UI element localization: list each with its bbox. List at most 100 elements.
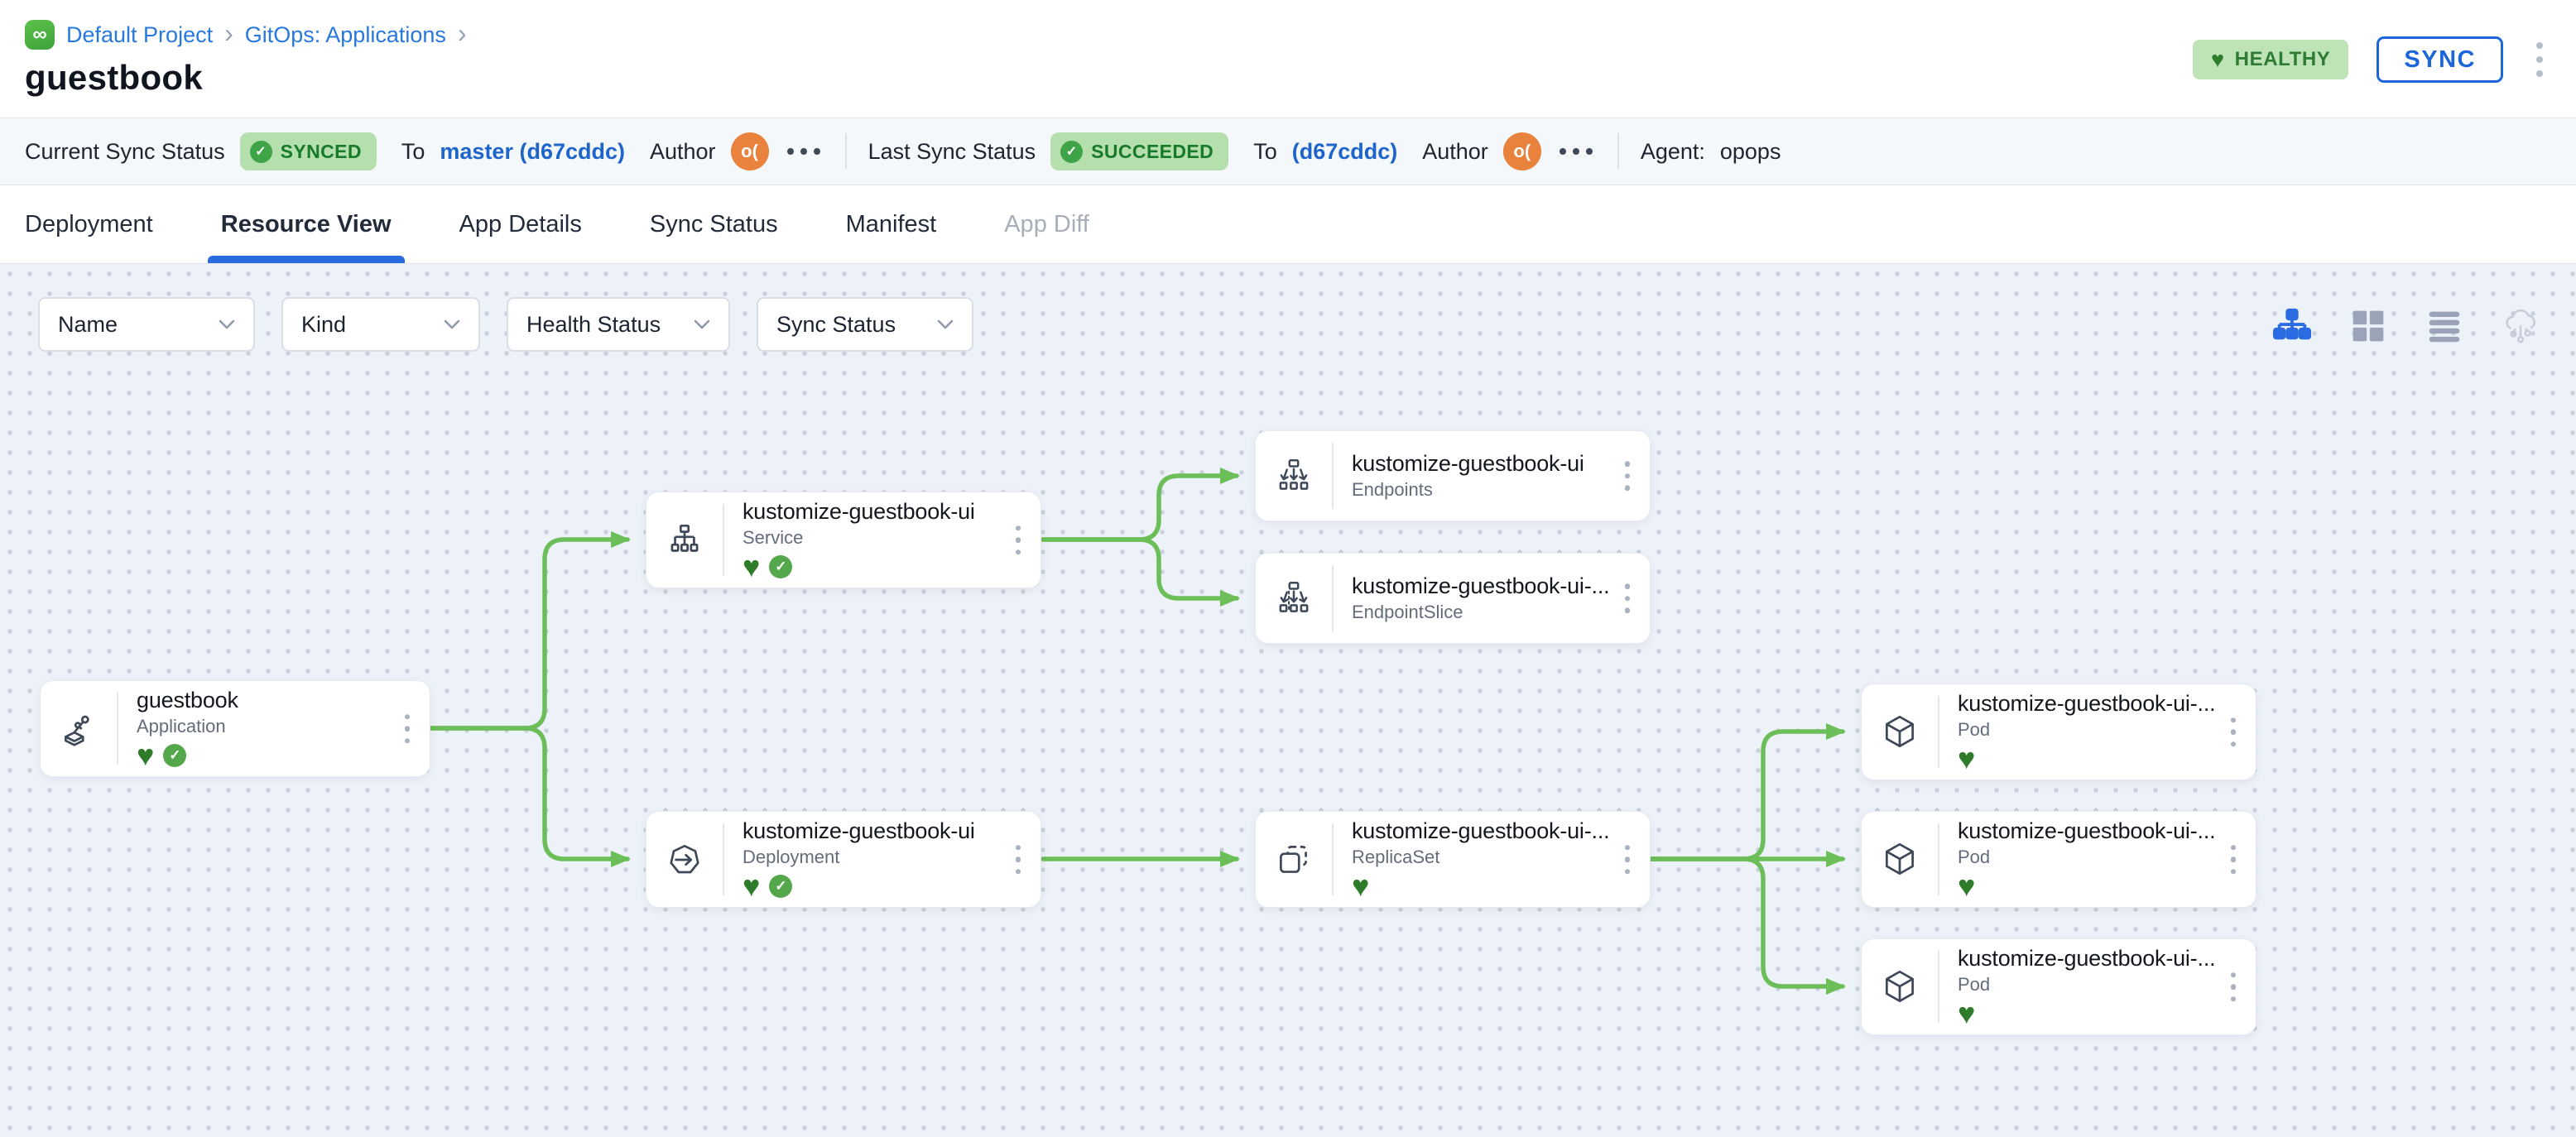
- node-title: kustomize-guestbook-ui: [1352, 451, 1584, 476]
- last-author-avatar: o(: [1502, 132, 1541, 170]
- breadcrumb-section-link[interactable]: GitOps: Applications: [244, 22, 446, 47]
- node-application-guestbook[interactable]: guestbook Application ♥ ✓: [40, 680, 430, 777]
- node-menu-button[interactable]: [2226, 840, 2242, 880]
- node-menu-button[interactable]: [1011, 840, 1026, 880]
- last-commit-more-button[interactable]: [1556, 145, 1596, 158]
- list-view-icon[interactable]: [2425, 307, 2463, 345]
- replicaset-icon: [1256, 839, 1332, 880]
- tab-manifest[interactable]: Manifest: [845, 210, 937, 237]
- node-title: kustomize-guestbook-ui-...: [1958, 946, 2216, 971]
- last-sync-badge-label: SUCCEEDED: [1091, 140, 1214, 162]
- divider: [844, 133, 847, 170]
- node-endpoints[interactable]: kustomize-guestbook-ui Endpoints: [1255, 430, 1651, 521]
- gitops-logo-icon: ∞: [25, 20, 55, 50]
- chevron-right-icon: ›: [224, 18, 233, 48]
- cloud-view-icon[interactable]: [2502, 307, 2540, 345]
- divider: [1332, 823, 1334, 895]
- healthy-heart-icon: ♥: [743, 869, 761, 901]
- current-target-commit-link[interactable]: master (d67cddc): [440, 138, 625, 164]
- tab-resource-view[interactable]: Resource View: [207, 185, 405, 263]
- healthy-heart-icon: ♥: [1958, 741, 1976, 774]
- node-kind: Endpoints: [1352, 479, 1433, 500]
- node-replicaset[interactable]: kustomize-guestbook-ui-... ReplicaSet ♥: [1255, 811, 1651, 908]
- current-commit-more-button[interactable]: [784, 145, 824, 158]
- sync-status-filter-dropdown[interactable]: Sync Status: [757, 297, 973, 352]
- agent-value: opops: [1719, 138, 1781, 164]
- divider: [1938, 696, 1939, 768]
- node-menu-button[interactable]: [1620, 578, 1636, 618]
- check-circle-icon: ✓: [1060, 140, 1084, 163]
- divider: [117, 693, 118, 765]
- last-author-label: Author: [1422, 138, 1488, 164]
- agent-label: Agent:: [1640, 138, 1705, 164]
- healthy-heart-icon: ♥: [1958, 869, 1976, 901]
- node-menu-button[interactable]: [1620, 840, 1636, 880]
- healthy-heart-icon: ♥: [137, 738, 155, 770]
- kind-filter-label: Kind: [301, 311, 347, 337]
- endpoints-icon: [1256, 455, 1332, 497]
- node-menu-button[interactable]: [1011, 521, 1026, 560]
- view-toggle-group: [2273, 307, 2540, 345]
- filter-bar: Name Kind Health Status Sync Status: [38, 297, 973, 352]
- node-pod-3[interactable]: kustomize-guestbook-ui-... Pod ♥: [1861, 938, 2256, 1035]
- deployment-icon: [646, 839, 723, 880]
- resource-graph-edges: [428, 468, 1846, 995]
- node-title: kustomize-guestbook-ui-...: [1352, 818, 1610, 843]
- divider: [1938, 951, 1939, 1023]
- grid-view-icon[interactable]: [2349, 307, 2387, 345]
- node-endpointslice[interactable]: kustomize-guestbook-ui-... EndpointSlice: [1255, 553, 1651, 644]
- divider: [1332, 565, 1334, 631]
- service-icon: [646, 520, 723, 561]
- node-menu-button[interactable]: [2226, 967, 2242, 1007]
- tab-deployment[interactable]: Deployment: [25, 210, 153, 237]
- sync-filter-label: Sync Status: [776, 311, 896, 337]
- node-service[interactable]: kustomize-guestbook-ui Service ♥ ✓: [646, 492, 1041, 588]
- node-pod-1[interactable]: kustomize-guestbook-ui-... Pod ♥: [1861, 684, 2256, 780]
- tree-view-icon[interactable]: [2273, 307, 2311, 345]
- application-icon: [41, 708, 117, 750]
- last-sync-status-badge: ✓ SUCCEEDED: [1050, 132, 1229, 170]
- node-kind: Application: [137, 716, 226, 736]
- chevron-down-icon: [694, 319, 710, 329]
- pod-icon: [1862, 839, 1938, 880]
- health-status-filter-dropdown[interactable]: Health Status: [507, 297, 730, 352]
- name-filter-dropdown[interactable]: Name: [38, 297, 255, 352]
- chevron-down-icon: [444, 319, 460, 329]
- current-author-label: Author: [650, 138, 716, 164]
- health-filter-label: Health Status: [526, 311, 661, 337]
- breadcrumb-project-link[interactable]: Default Project: [66, 22, 214, 47]
- node-kind: Pod: [1958, 974, 1991, 995]
- current-sync-status-badge: ✓ SYNCED: [239, 132, 377, 170]
- node-title: kustomize-guestbook-ui-...: [1958, 691, 2216, 716]
- heart-icon: ♥: [2211, 46, 2225, 72]
- tab-sync-status[interactable]: Sync Status: [649, 210, 778, 237]
- page-title: guestbook: [25, 58, 204, 97]
- divider: [723, 823, 724, 895]
- sync-status-bar: Current Sync Status ✓ SYNCED To master (…: [0, 118, 2576, 185]
- node-menu-button[interactable]: [400, 709, 416, 749]
- tab-app-diff[interactable]: App Diff: [1004, 210, 1089, 237]
- breadcrumb: ∞ Default Project › GitOps: Applications…: [25, 20, 2551, 50]
- last-target-commit-link[interactable]: (d67cddc): [1291, 138, 1398, 164]
- synced-check-icon: ✓: [769, 875, 793, 898]
- node-deployment[interactable]: kustomize-guestbook-ui Deployment ♥ ✓: [646, 811, 1041, 908]
- chevron-down-icon: [219, 319, 235, 329]
- node-title: guestbook: [137, 688, 238, 712]
- chevron-down-icon: [937, 319, 954, 329]
- healthy-heart-icon: ♥: [1958, 996, 1976, 1029]
- endpointslice-icon: [1256, 578, 1332, 619]
- pod-icon: [1862, 967, 1938, 1008]
- kind-filter-dropdown[interactable]: Kind: [281, 297, 480, 352]
- node-menu-button[interactable]: [1620, 456, 1636, 496]
- sync-button[interactable]: SYNC: [2377, 36, 2503, 83]
- current-to-label: To: [401, 138, 425, 164]
- node-pod-2[interactable]: kustomize-guestbook-ui-... Pod ♥: [1861, 811, 2256, 908]
- healthy-heart-icon: ♥: [1352, 869, 1370, 901]
- node-menu-button[interactable]: [2226, 712, 2242, 752]
- pod-icon: [1862, 712, 1938, 753]
- current-author-avatar: o(: [730, 132, 769, 170]
- check-circle-icon: ✓: [249, 140, 272, 163]
- app-menu-button[interactable]: [2531, 37, 2548, 82]
- synced-check-icon: ✓: [769, 555, 793, 578]
- tab-app-details[interactable]: App Details: [459, 210, 582, 237]
